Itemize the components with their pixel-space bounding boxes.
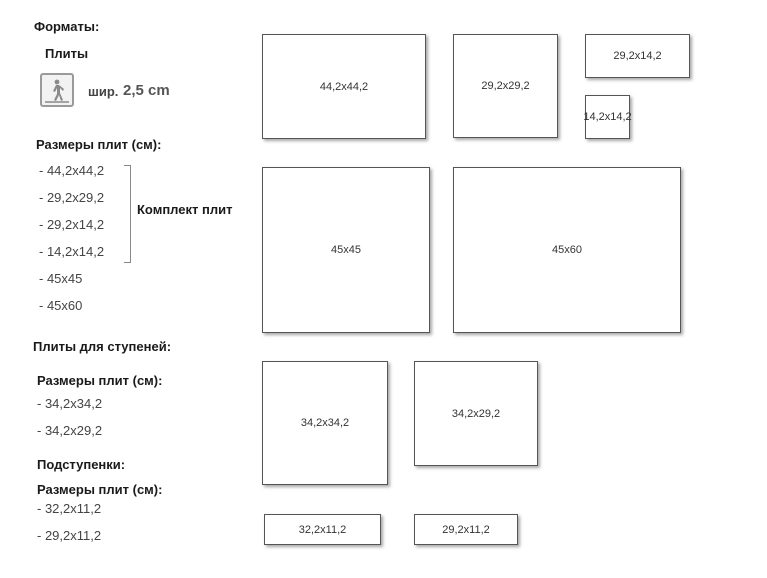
sizes-title: Размеры плит (см):: [36, 137, 162, 152]
size-item: - 14,2x14,2: [39, 244, 105, 259]
size-item: - 29,2x14,2: [39, 217, 105, 232]
risers-title: Подступенки:: [37, 457, 126, 472]
steps-title: Плиты для ступеней:: [33, 339, 172, 354]
tile-29x11: 29,2x11,2: [414, 514, 518, 545]
formats-title: Форматы:: [34, 19, 100, 34]
size-item: - 29,2x29,2: [39, 190, 105, 205]
tile-32x11: 32,2x11,2: [264, 514, 381, 545]
tile-29x14: 29,2x14,2: [585, 34, 690, 78]
tile-34x34: 34,2x34,2: [262, 361, 388, 485]
tile-29x29: 29,2x29,2: [453, 34, 558, 138]
tile-44x44: 44,2x44,2: [262, 34, 426, 139]
riser-size-item: - 29,2x11,2: [37, 528, 102, 543]
width-prefix: шир.: [88, 84, 119, 99]
tile-45x45: 45x45: [262, 167, 430, 333]
size-item: - 45x60: [39, 298, 83, 313]
slabs-label: Плиты: [45, 46, 89, 61]
width-value: 2,5 cm: [123, 82, 170, 99]
size-item: - 45x45: [39, 271, 83, 286]
set-bracket: [124, 165, 131, 263]
riser-size-item: - 32,2x11,2: [37, 501, 102, 516]
tile-34x29: 34,2x29,2: [414, 361, 538, 466]
step-size-item: - 34,2x29,2: [37, 423, 103, 438]
size-item: - 44,2x44,2: [39, 163, 105, 178]
tile-14x14: 14,2x14,2: [583, 95, 632, 139]
tile-45x60: 45x60: [453, 167, 681, 333]
risers-sizes-title: Размеры плит (см):: [37, 482, 163, 497]
pedestrian-icon: [40, 73, 74, 107]
set-label: Комплект плит: [137, 202, 233, 217]
steps-sizes-title: Размеры плит (см):: [37, 373, 163, 388]
step-size-item: - 34,2x34,2: [37, 396, 103, 411]
